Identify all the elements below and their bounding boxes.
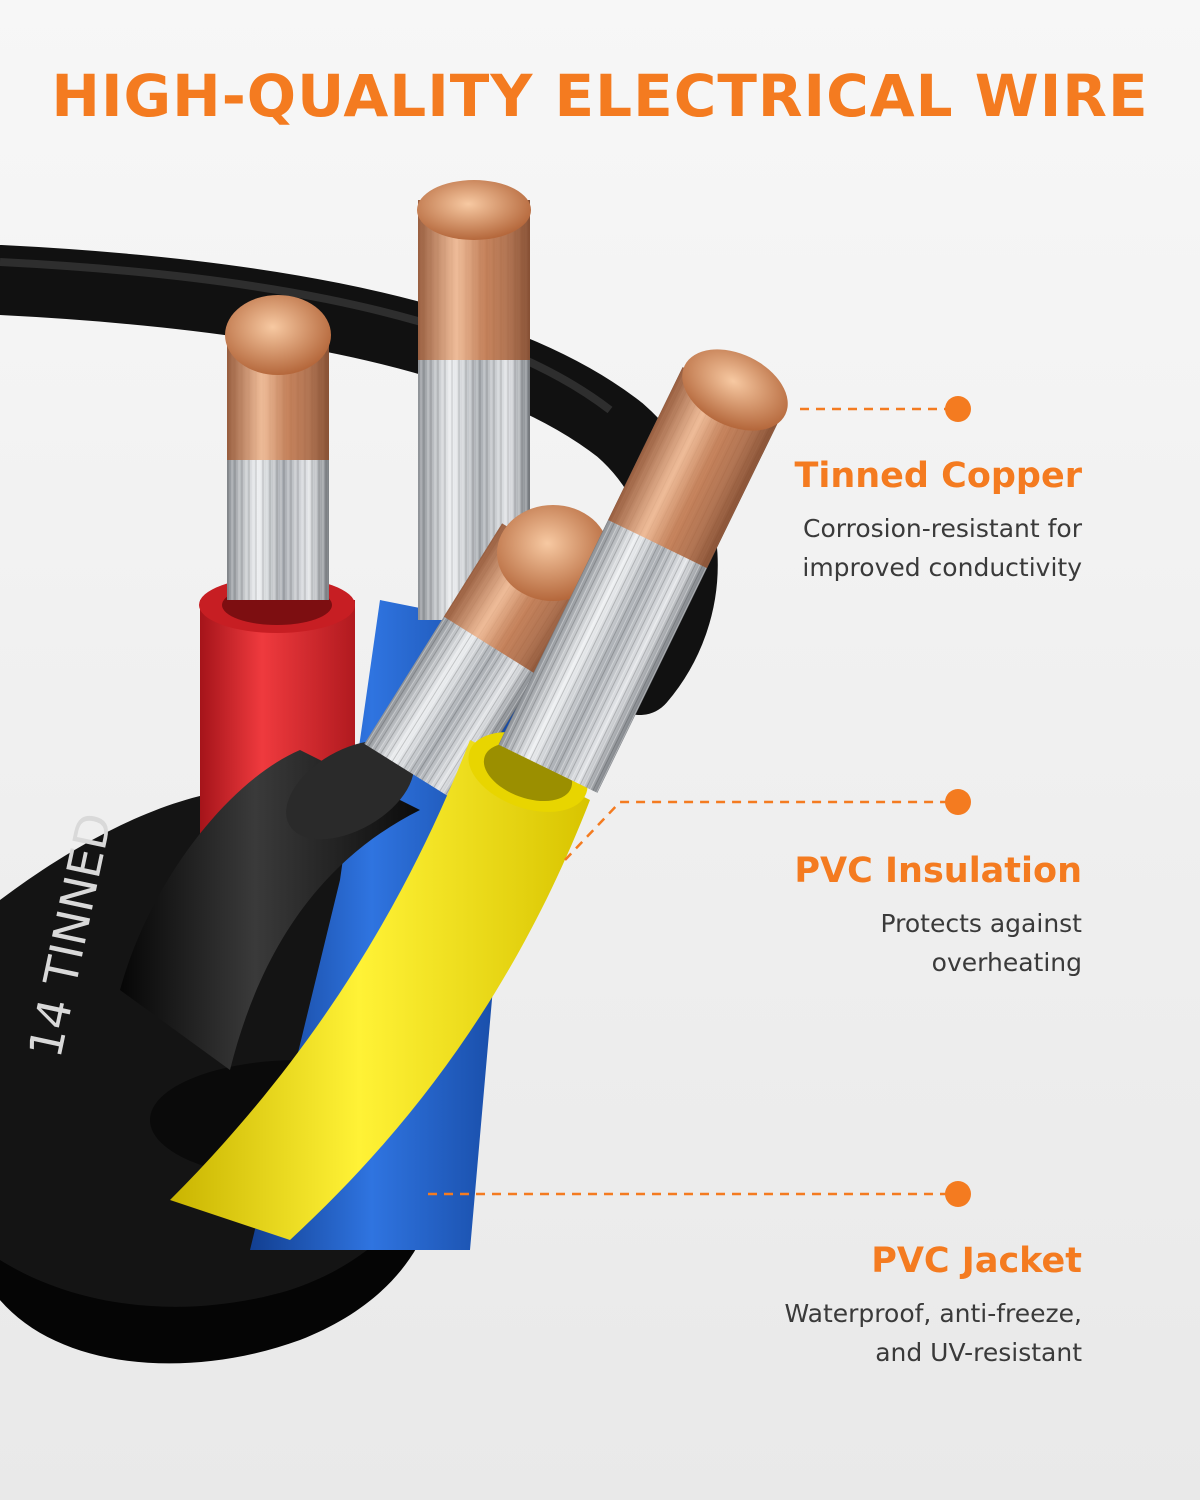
callout-dot-tinned-copper bbox=[945, 396, 971, 422]
callout-title: PVC Jacket bbox=[871, 1241, 1082, 1281]
callout-title: Tinned Copper bbox=[794, 456, 1082, 496]
callout-desc-line: Protects against bbox=[880, 909, 1083, 938]
callout-desc-line: and UV-resistant bbox=[875, 1338, 1082, 1367]
page-title: HIGH-QUALITY ELECTRICAL WIRE bbox=[51, 62, 1149, 130]
red-wire-copper-end bbox=[225, 295, 331, 375]
callout-dot-pvc-jacket bbox=[945, 1181, 971, 1207]
callout-dot-pvc-insulation bbox=[945, 789, 971, 815]
callout-tinned-copper: Tinned Copper Corrosion-resistant for im… bbox=[662, 455, 1082, 587]
callout-desc-line: overheating bbox=[931, 948, 1082, 977]
callout-pvc-jacket: PVC Jacket Waterproof, anti-freeze, and … bbox=[662, 1240, 1082, 1372]
yellow-wire-insulation bbox=[170, 740, 590, 1240]
callout-title: PVC Insulation bbox=[794, 851, 1082, 891]
yellow-wire-copper-end bbox=[682, 349, 788, 431]
callout-pvc-insulation: PVC Insulation Protects against overheat… bbox=[662, 850, 1082, 982]
callout-desc-line: Waterproof, anti-freeze, bbox=[784, 1299, 1082, 1328]
blue-wire-copper-end bbox=[417, 180, 531, 240]
callout-desc-line: Corrosion-resistant for bbox=[803, 514, 1082, 543]
callout-desc-line: improved conductivity bbox=[802, 553, 1082, 582]
